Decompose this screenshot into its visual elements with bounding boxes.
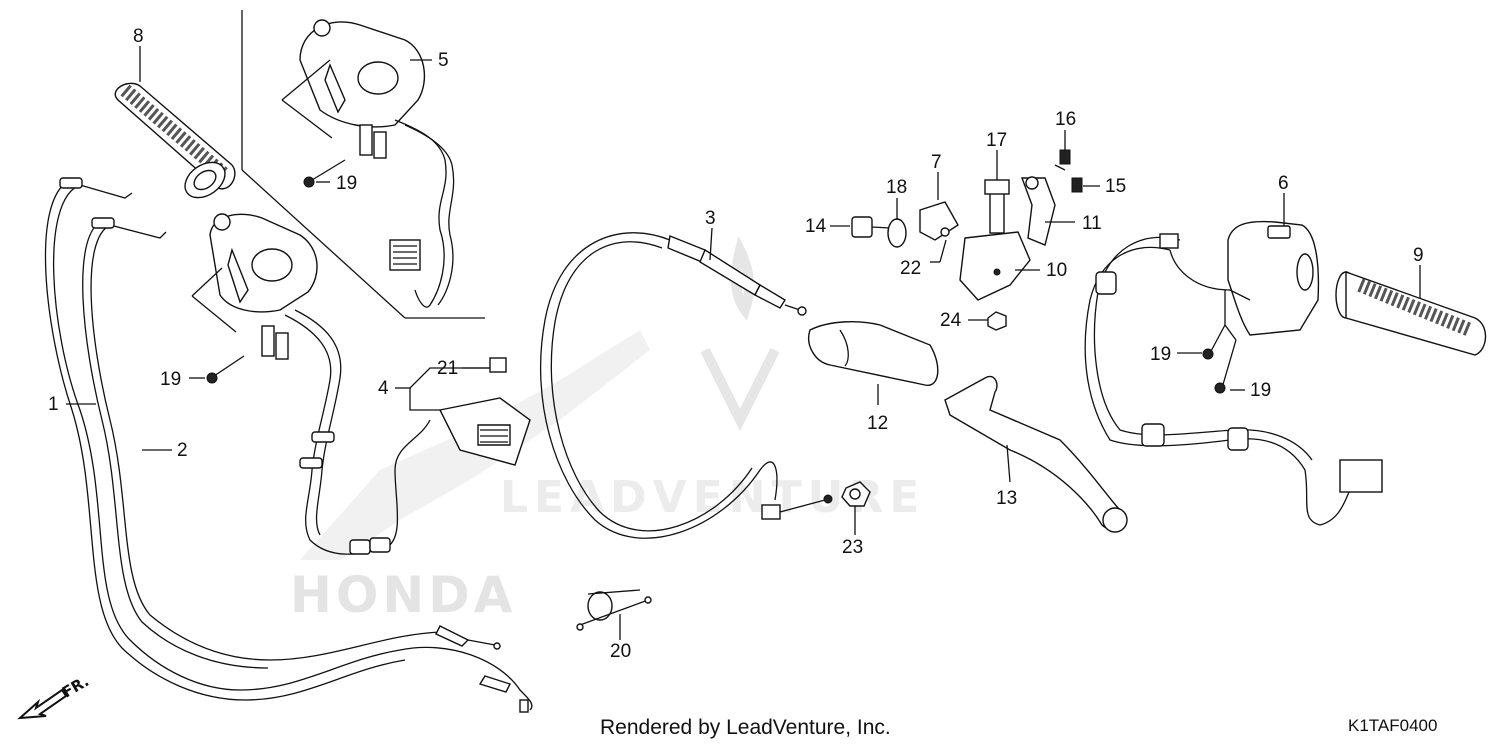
callout-11: 11 — [1082, 213, 1102, 234]
callout-7: 7 — [931, 152, 942, 173]
throttle-cables — [44, 177, 533, 713]
left-grip — [114, 82, 236, 199]
front-direction-indicator: FR. — [17, 672, 92, 720]
callout-16: 16 — [1055, 109, 1076, 130]
left-switch-housing — [191, 213, 431, 555]
render-credit: Rendered by LeadVenture, Inc. — [600, 716, 891, 739]
callout-2: 2 — [177, 440, 188, 461]
callout-9: 9 — [1413, 245, 1424, 266]
callout-13: 13 — [996, 488, 1017, 509]
callout-10: 10 — [1046, 260, 1067, 281]
left-switch-inset — [281, 19, 455, 308]
callout-19d: 19 — [1250, 380, 1271, 401]
switch-unit-4 — [409, 357, 531, 466]
callout-19c: 19 — [1150, 344, 1171, 365]
master-cylinder-bracket — [959, 149, 1083, 331]
lever-cover — [808, 321, 939, 386]
callout-15: 15 — [1105, 176, 1126, 197]
callout-21: 21 — [437, 358, 458, 379]
callout-8: 8 — [133, 26, 144, 47]
honda-watermark: HONDA — [290, 566, 516, 624]
screw-19a — [303, 159, 346, 188]
callout-labels: 1 2 3 4 5 6 7 8 9 10 11 12 13 14 15 16 1… — [48, 26, 1424, 662]
callout-23: 23 — [842, 537, 863, 558]
nut-23 — [841, 481, 871, 507]
right-switch-housing — [1084, 220, 1383, 526]
right-grip — [1335, 271, 1487, 356]
small-parts-cluster — [851, 201, 959, 263]
leader-lines — [66, 46, 1421, 640]
clutch-cable — [539, 232, 833, 539]
callout-4: 4 — [378, 378, 389, 399]
callout-20: 20 — [610, 641, 631, 662]
wire-clamp-20 — [576, 589, 652, 631]
callout-5: 5 — [438, 50, 449, 71]
callout-19b: 19 — [160, 369, 181, 390]
callout-24: 24 — [940, 310, 962, 331]
watermark-layer: HONDA LEADVENTURE — [290, 235, 919, 624]
callout-12: 12 — [867, 413, 888, 434]
inset-frame — [241, 10, 485, 319]
screw-19d — [1214, 339, 1237, 394]
brake-lever — [944, 375, 1128, 533]
callout-14: 14 — [805, 216, 827, 237]
callout-22: 22 — [900, 258, 921, 279]
callout-17: 17 — [986, 130, 1007, 151]
callout-18: 18 — [886, 177, 907, 198]
screw-19b — [206, 355, 245, 384]
screw-19c — [1202, 324, 1226, 360]
diagram-code: K1TAF0400 — [1348, 716, 1438, 735]
callout-1: 1 — [48, 394, 59, 415]
callout-6: 6 — [1278, 173, 1289, 194]
callout-19a: 19 — [336, 173, 357, 194]
front-arrow-icon — [17, 688, 68, 720]
callout-3: 3 — [705, 208, 716, 229]
